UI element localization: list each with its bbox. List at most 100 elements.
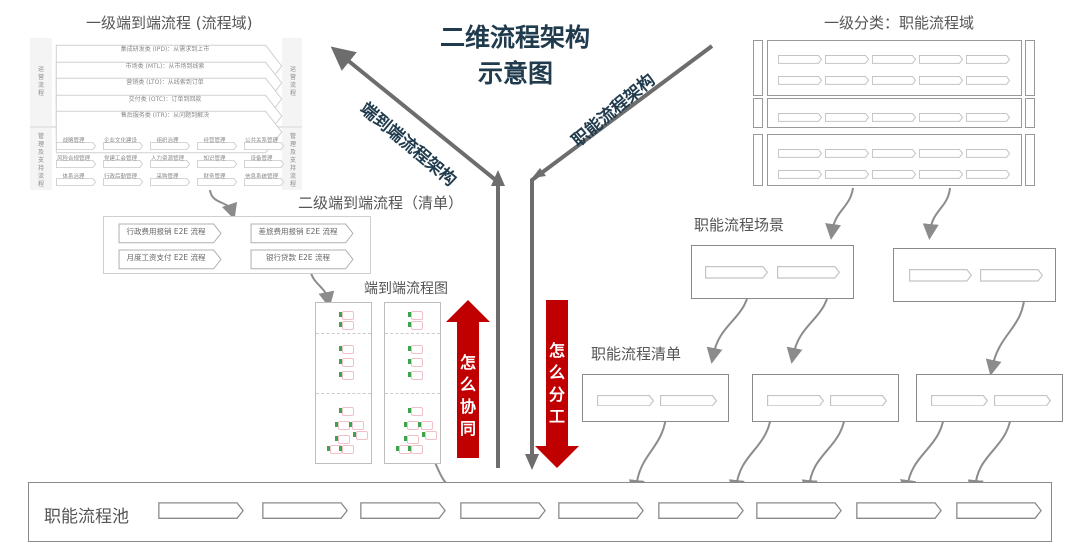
management-process-label: 组织治理	[156, 138, 179, 144]
management-process-label: 风险合规管理	[56, 156, 90, 162]
domain-side-bar	[753, 134, 763, 186]
flow-node	[356, 431, 368, 440]
management-process-cell: 党建工会管理	[103, 153, 143, 165]
operation-process-row: 市场类 (MTL)：从市场到线索	[54, 60, 284, 73]
flow-node	[411, 321, 423, 330]
domain-side-bar	[753, 40, 763, 96]
management-process-label: 财务管理	[203, 174, 226, 180]
flow-node	[407, 435, 419, 444]
pool-process-chevron	[262, 502, 348, 526]
functional-process-chevron	[919, 164, 963, 178]
level2-e2e-item-label: 差旅费用报销 E2E 流程	[258, 227, 338, 236]
e2e-diagram-heading: 端到端流程图	[364, 281, 448, 297]
functional-process-chevron	[919, 107, 963, 121]
flow-node-marker	[339, 408, 342, 413]
functional-process-chevron	[825, 107, 869, 121]
functional-process-chevron	[778, 143, 822, 157]
pool-process-chevron	[460, 502, 546, 526]
management-process-cell: 公共关系管理	[244, 135, 284, 147]
flow-node-marker	[335, 436, 338, 441]
functional-process-chevron	[872, 107, 916, 121]
side-label-management-left: 管理及支持流程	[37, 133, 44, 188]
scenario-process-chevron	[980, 267, 1043, 285]
operation-process-label: 市场类 (MTL)：从市场到线索	[125, 62, 205, 70]
level2-e2e-item-label: 行政费用报销 E2E 流程	[126, 227, 206, 236]
management-process-cell: 行政后勤管理	[103, 171, 143, 183]
operation-process-label: 售后服务类 (ITR)：从问题到解决	[120, 112, 210, 119]
side-label-management-right: 管理及支持流程	[289, 133, 296, 188]
flow-node	[342, 358, 354, 367]
functional-process-chevron	[825, 143, 869, 157]
flow-node	[411, 358, 423, 367]
flow-node-marker	[339, 446, 342, 451]
level2-e2e-item: 银行贷款 E2E 流程	[250, 249, 354, 267]
management-process-label: 设备管理	[250, 156, 273, 162]
flow-node	[342, 407, 354, 416]
functional-domain-block	[767, 134, 1022, 186]
management-process-cell: 风险合规管理	[56, 153, 96, 165]
management-process-label: 党建工会管理	[103, 156, 137, 162]
diagram-title-line2: 示意图	[478, 59, 554, 88]
flow-node	[342, 345, 354, 354]
operation-process-label: 交付类 (OTC)：订单到回款	[128, 95, 202, 103]
flow-node	[342, 371, 354, 380]
list-process-chevron	[597, 391, 654, 408]
flow-node	[411, 345, 423, 354]
flow-node-marker	[408, 372, 411, 377]
management-process-cell: 采购管理	[150, 171, 190, 183]
flow-node-marker	[404, 422, 407, 427]
flow-node	[352, 421, 364, 430]
functional-process-chevron	[966, 143, 1010, 157]
functional-process-chevron	[778, 49, 822, 63]
pool-process-chevron	[856, 502, 942, 526]
functional-process-chevron	[966, 70, 1010, 84]
scenario-process-chevron	[777, 264, 840, 282]
flow-node-marker	[408, 359, 411, 364]
functional-process-chevron	[966, 164, 1010, 178]
flow-node	[411, 311, 423, 320]
functional-process-chevron	[872, 164, 916, 178]
functional-domain-block	[767, 98, 1022, 128]
level2-e2e-item: 月度工资支付 E2E 流程	[118, 249, 222, 267]
flow-node-marker	[408, 312, 411, 317]
pool-process-chevron	[658, 502, 744, 526]
management-process-cell: 人力资源管理	[150, 153, 190, 165]
scenario-process-chevron	[705, 264, 768, 282]
management-process-cell: 战略管理	[56, 135, 96, 147]
level2-e2e-heading: 二级端到端流程（清单）	[298, 194, 464, 212]
collaborate-label: 怎么协同	[459, 353, 476, 438]
list-process-chevron	[660, 391, 717, 408]
e2e-flowchart-page	[315, 302, 372, 464]
level1-e2e-heading: 一级端到端流程 (流程域)	[86, 14, 253, 32]
domain-side-bar	[753, 98, 763, 128]
functional-architecture-arrow	[530, 44, 714, 460]
functional-process-chevron	[825, 49, 869, 63]
functional-process-chevron	[825, 70, 869, 84]
management-process-cell: 知识管理	[197, 153, 237, 165]
functional-process-chevron	[872, 49, 916, 63]
domain-side-bar	[1025, 40, 1035, 96]
pool-process-chevron	[756, 502, 842, 526]
pool-process-chevron	[360, 502, 446, 526]
functional-pool-heading: 职能流程池	[44, 507, 129, 527]
management-process-label: 企业文化建设	[103, 138, 137, 144]
flow-node-marker	[408, 322, 411, 327]
functional-process-chevron	[919, 49, 963, 63]
functional-list-heading: 职能流程清单	[591, 345, 682, 363]
operation-process-label: 集成研发类 (IPD)：从需求到上市	[120, 46, 210, 53]
flow-node-marker	[353, 432, 356, 437]
functional-domain-block	[767, 40, 1022, 96]
diagram-title-line1: 二维流程架构	[440, 23, 591, 52]
scenario-process-chevron	[909, 267, 972, 285]
flow-node	[338, 435, 350, 444]
pool-process-chevron	[158, 502, 244, 526]
domain-side-bar	[1025, 134, 1035, 186]
management-process-cell: 财务管理	[197, 171, 237, 183]
functional-process-chevron	[872, 143, 916, 157]
flow-node-marker	[349, 422, 352, 427]
flow-node-marker	[408, 346, 411, 351]
level2-e2e-item: 行政费用报销 E2E 流程	[118, 223, 222, 241]
operation-process-row: 营销类 (LTO)：从线索到订单	[54, 76, 284, 89]
management-process-cell: 设备管理	[244, 153, 284, 165]
functional-process-chevron	[919, 70, 963, 84]
